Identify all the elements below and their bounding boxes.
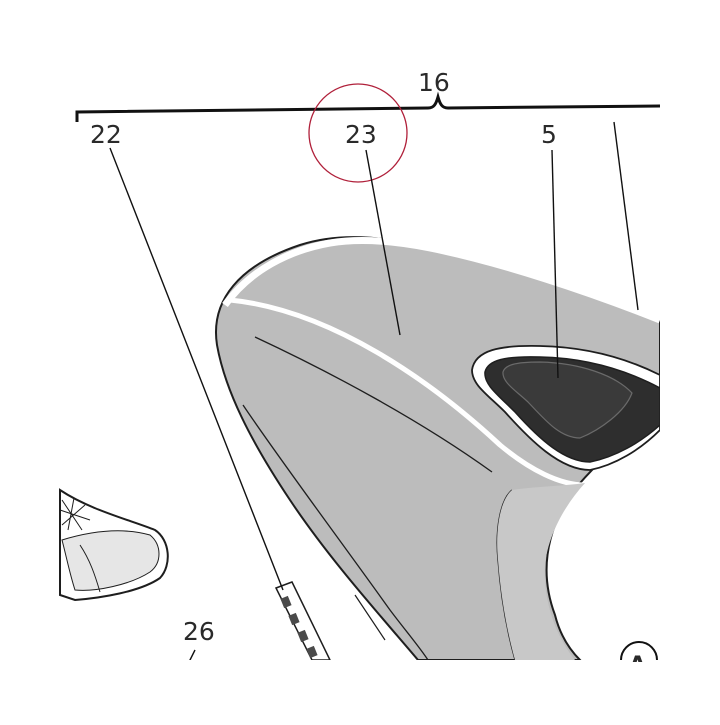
- inner-rim-fill: [497, 483, 585, 660]
- surface-line-upper: [254, 336, 493, 473]
- view-marker: [620, 641, 658, 661]
- window-inner-panel: [502, 361, 633, 439]
- highlight-circle: [308, 83, 408, 183]
- left-panel-sparkle: [59, 497, 91, 531]
- surface-line-lower: [242, 404, 429, 661]
- callout-22: 22: [90, 120, 122, 149]
- lower-highlight-line: [229, 297, 586, 488]
- left-side-panel-inner: [61, 530, 160, 591]
- callout-5: 5: [541, 120, 557, 149]
- surface-line-small: [354, 594, 386, 641]
- right-mask: [660, 0, 720, 720]
- callout-26: 26: [183, 617, 215, 646]
- leader-5: [551, 149, 559, 379]
- callout-16: 16: [418, 68, 450, 97]
- leader-22: [109, 147, 284, 591]
- callout-23: 23: [345, 120, 377, 149]
- assembly-bracket: [75, 91, 661, 122]
- left-panel-edge: [79, 544, 101, 593]
- leader-23: [365, 149, 401, 336]
- bracket-clip: [274, 581, 332, 661]
- marker-crop: [600, 662, 680, 720]
- top-highlight-band: [222, 237, 662, 324]
- leader-16-right: [613, 121, 639, 311]
